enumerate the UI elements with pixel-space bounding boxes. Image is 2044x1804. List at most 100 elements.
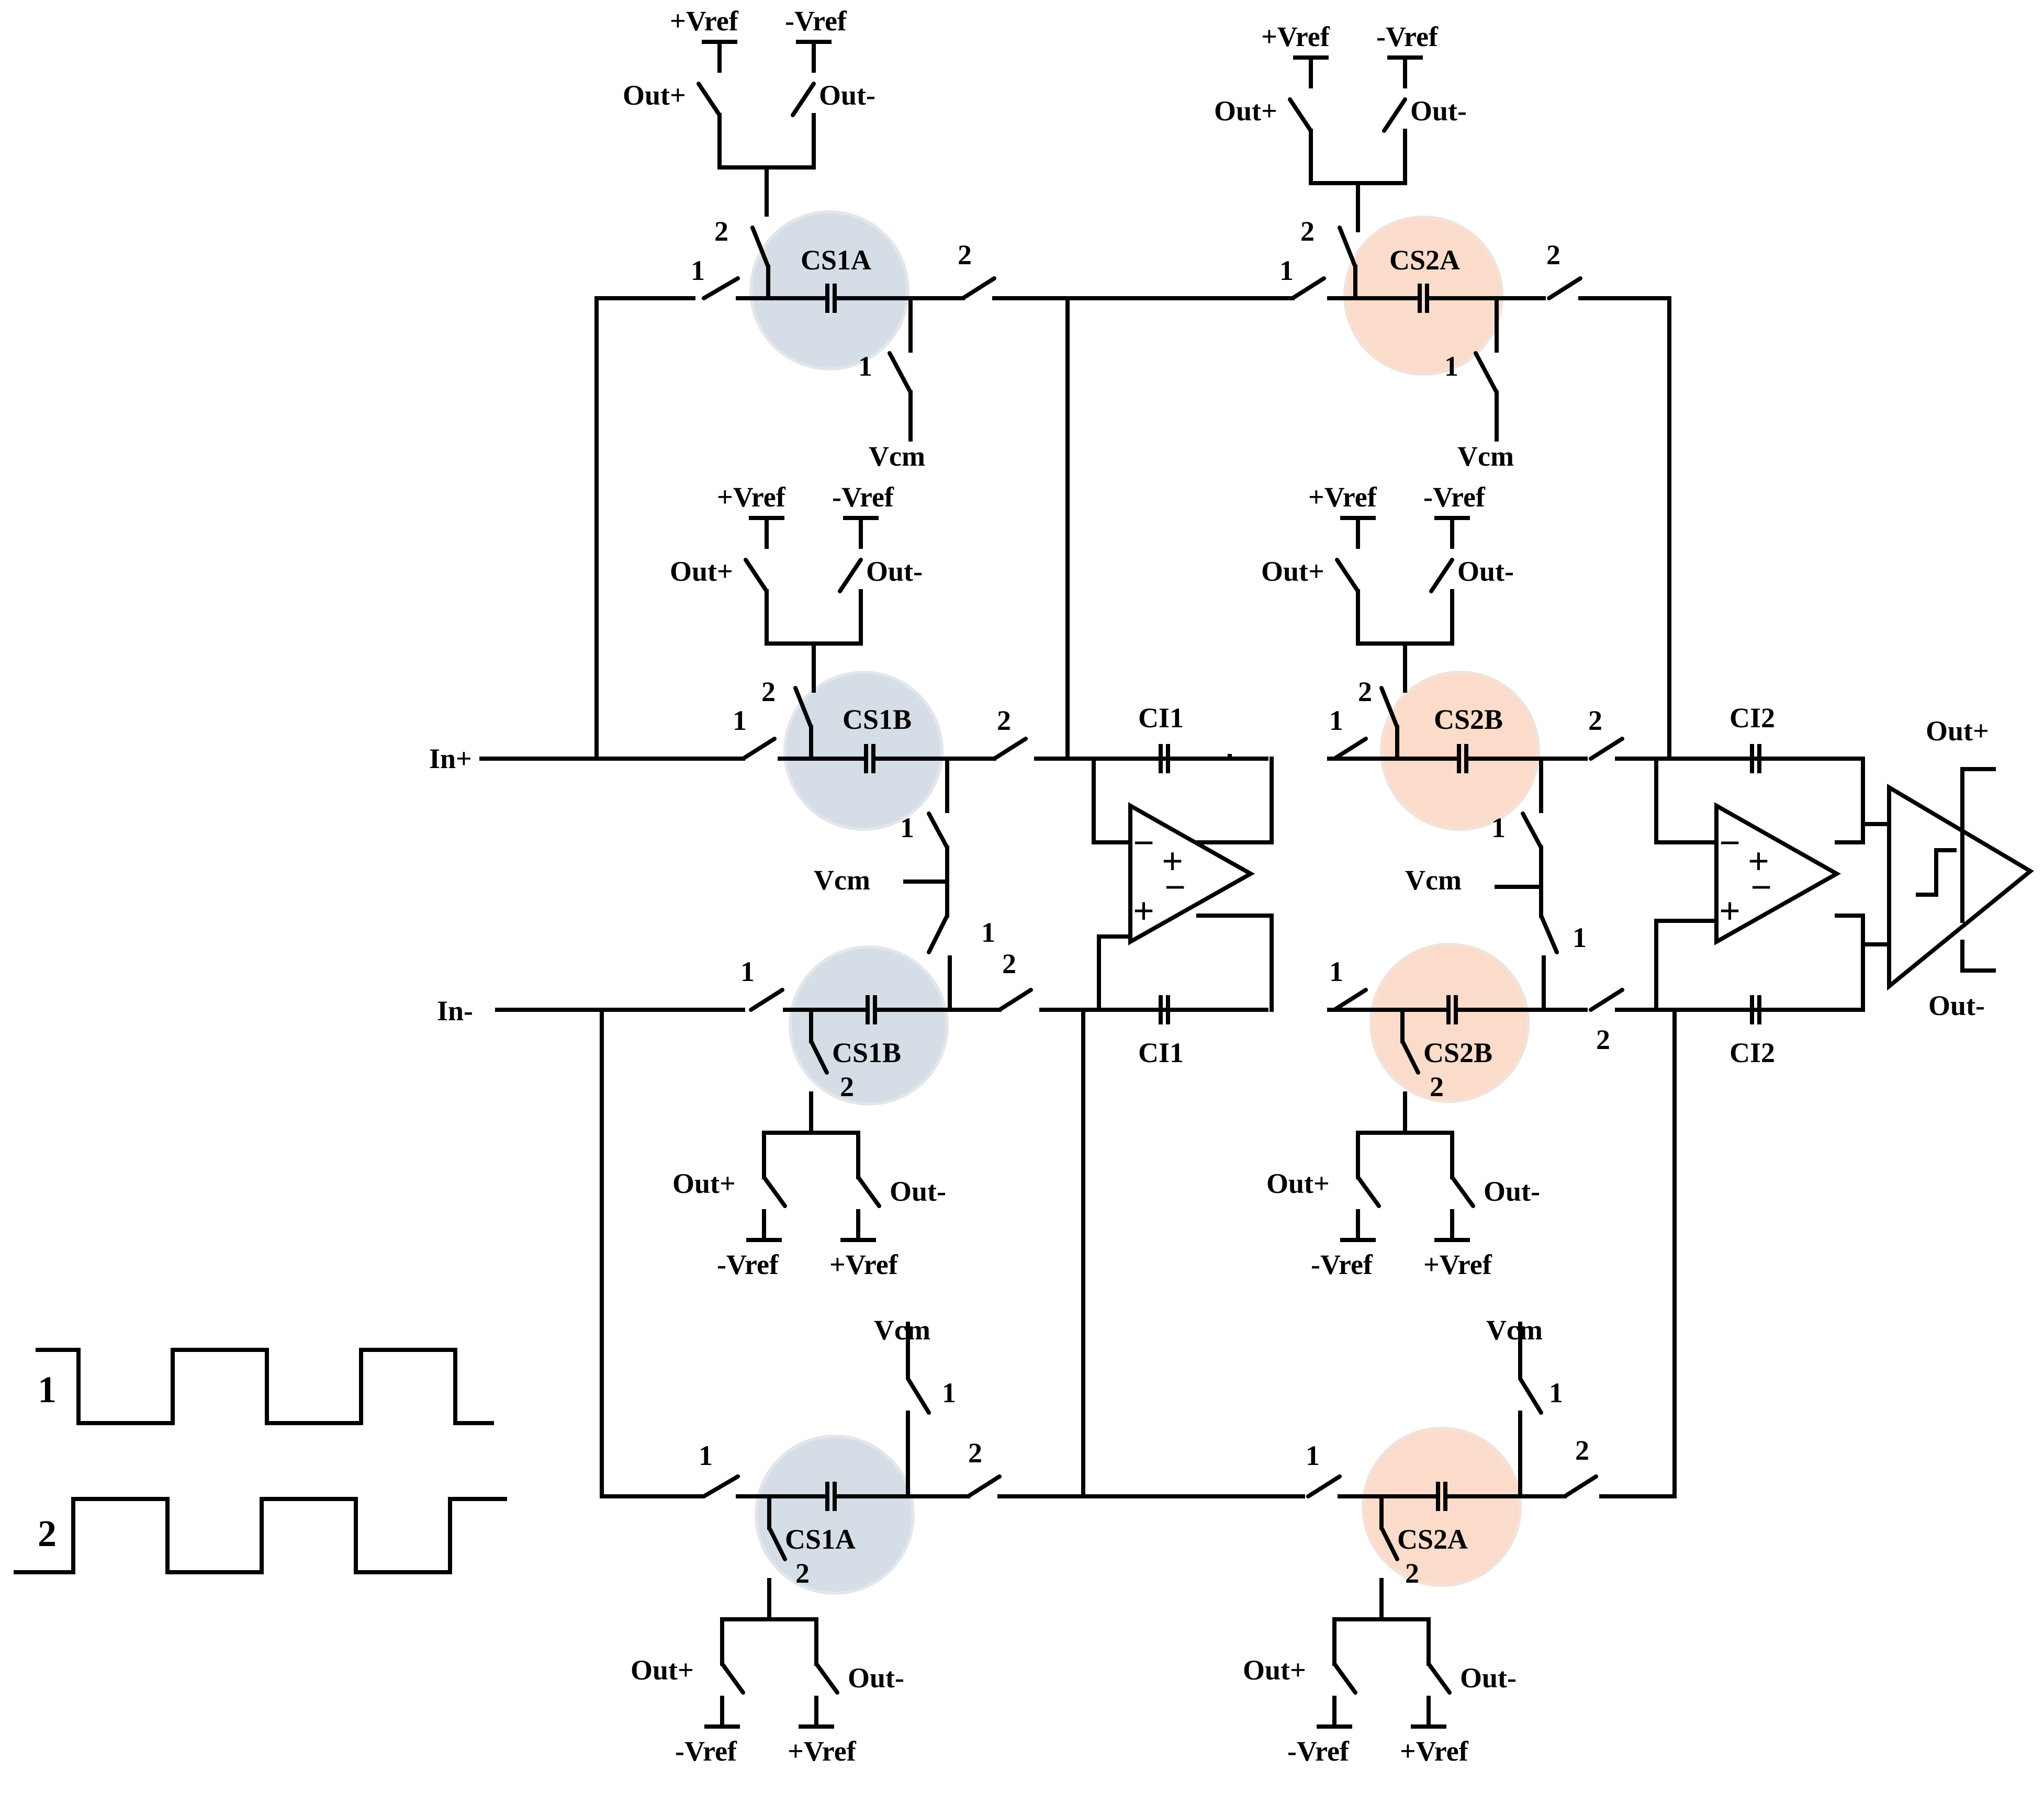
opamp-1-body: [1128, 802, 1255, 945]
cs2a-bottom-ref-out-minus-label: Out-: [1460, 1662, 1517, 1694]
cs1b-bottom-highlight: [789, 945, 949, 1106]
vcm-label: Vcm: [869, 441, 925, 472]
cs1a-bottom-ref-out-plus-switch: [720, 1662, 745, 1695]
cs1b-top-ref-out-plus-switch: [744, 558, 769, 593]
cs1a-bottom-output-switch-phase-label: 2: [968, 1437, 982, 1469]
cs2b-bottom-output-switch: [1589, 988, 1624, 1012]
out-plus-port-label: Out+: [1926, 715, 1989, 747]
cs2a-bottom-input-switch-phase-label: 1: [1306, 1440, 1320, 1471]
cs2a-top-vcm-switch: [1474, 351, 1499, 394]
cs2b-bottom-ref-join: [1356, 1131, 1454, 1179]
cs2a-bottom-ref-join: [1332, 1617, 1431, 1666]
comparator-step-symbol: [1916, 848, 1957, 897]
cs2b-bottom-input-switch-phase-label: 1: [1329, 956, 1343, 987]
cs1b-top-ref-out-minus-switch: [838, 558, 863, 593]
cs2a-top-ref-switch: [1338, 226, 1357, 269]
cs2a-bottom-highlight: [1362, 1427, 1522, 1587]
cs2a-bottom-ref-switch: [1379, 1526, 1399, 1561]
cs1a-top-ref-pos-vref-label: +Vref: [670, 5, 739, 37]
cs2b-bottom-ref-switch-phase-label: 2: [1430, 1071, 1444, 1102]
cs1a-top-ref-join: [717, 113, 816, 170]
stage2-mid-vcm-upper-switch: [1521, 811, 1543, 850]
vcm-label: Vcm: [1486, 1314, 1543, 1346]
cs1a-bottom-highlight: [755, 1435, 915, 1595]
cs2a-top-ref-pos-vref-label: +Vref: [1261, 21, 1330, 52]
cs1a-bottom-ref-join: [720, 1617, 818, 1666]
cs2b-bottom-ref-pos-vref-label: +Vref: [1423, 1249, 1492, 1280]
cs1a-bottom-ref-neg-vref-label: -Vref: [675, 1735, 737, 1767]
cs2a-top-ref-out-minus-label: Out-: [1410, 95, 1467, 127]
cs2a-bottom-ref-out-plus-switch: [1332, 1662, 1357, 1695]
clock-waveforms: 1 2: [14, 1348, 507, 1574]
cs1a-top-ref-out-plus-label: Out+: [623, 80, 686, 111]
cs2b-top-input-switch: [1332, 737, 1368, 761]
vcm-label: Vcm: [1405, 864, 1462, 896]
cs2a-bottom-vcm-switch: [1518, 1377, 1543, 1415]
phase1-waveform: [36, 1348, 494, 1425]
vcm-label: Vcm: [814, 864, 870, 896]
cs1a-bottom-input-switch: [702, 1474, 740, 1498]
cs1a-bottom-vcm-switch: [906, 1377, 931, 1415]
cs1b-top-ref-pos-vref-label: +Vref: [717, 481, 786, 513]
cs2a-bottom-ref-out-plus-label: Out+: [1243, 1654, 1306, 1686]
cs2a-top-vcm-switch-phase-label: 1: [1444, 351, 1458, 382]
opamp-1-noninv-input-sign: +: [1133, 890, 1154, 932]
cs2b-bottom-ref-neg-vref-label: -Vref: [1311, 1249, 1373, 1280]
cs2b-bottom-ref-out-plus-switch: [1356, 1175, 1381, 1208]
ci1-top-label: CI1: [1138, 702, 1184, 734]
opamp-2-body: [1714, 802, 1841, 945]
cs1a-top-ref-out-plus-switch: [697, 82, 722, 117]
cs2b-top-ref-out-minus-switch: [1429, 558, 1454, 593]
cs2a-bottom-vcm-switch-phase-label: 1: [1549, 1377, 1563, 1408]
cs2a-bottom-ref-pos-vref-label: +Vref: [1400, 1735, 1469, 1767]
cs1a-top-vcm-switch-phase-label: 1: [858, 351, 872, 382]
cs1b-top-output-switch: [992, 737, 1028, 761]
cs2a-bottom-output-switch-phase-label: 2: [1575, 1435, 1589, 1466]
cs1b-bottom-ref-neg-vref-label: -Vref: [717, 1249, 779, 1280]
cs1b-bottom-ref-pos-vref-label: +Vref: [829, 1249, 899, 1280]
cs2b-bottom-input-switch: [1332, 988, 1368, 1012]
cs2a-bottom-ref-switch-phase-label: 2: [1405, 1558, 1419, 1589]
ci2-top-label: CI2: [1729, 702, 1775, 734]
cs1b-bottom-input-switch-phase-label: 1: [740, 956, 755, 987]
cs1b-top-input-switch: [741, 737, 777, 761]
cs1b-top-ref-out-minus-label: Out-: [866, 556, 923, 587]
cs1a-bottom-vcm-switch-phase-label: 1: [942, 1377, 956, 1408]
cs1b-bottom-ref-out-plus-switch: [762, 1175, 787, 1208]
cs1a-bottom-ref-switch: [767, 1526, 787, 1561]
comparator-body: [1887, 783, 2034, 991]
cs1b-top-ref-switch: [793, 686, 813, 729]
vcm-label: Vcm: [874, 1314, 930, 1346]
opamp-1-inv-input-sign: −: [1133, 822, 1154, 864]
cs2b-bottom-ref-out-minus-switch: [1450, 1175, 1475, 1208]
cs1b-top-output-switch-phase-label: 2: [997, 705, 1011, 736]
ci1-bottom-label: CI1: [1138, 1037, 1184, 1068]
cs1b-bottom-ref-out-minus-label: Out-: [890, 1176, 946, 1207]
out-minus-port-label: Out-: [1928, 990, 1985, 1021]
stage1-mid-vcm-upper-switch: [927, 811, 949, 850]
cs2a-top-ref-switch-phase-label: 2: [1300, 216, 1315, 247]
cs2a-bottom-output-switch: [1563, 1474, 1598, 1498]
cs1b-bottom-ref-out-minus-switch: [856, 1175, 881, 1208]
cs1b-top-ref-out-plus-label: Out+: [670, 556, 733, 587]
cs2b-top-ref-switch-phase-label: 2: [1358, 676, 1372, 707]
cs2b-top-ref-switch: [1379, 686, 1399, 729]
stage1-mid-vcm-lower-switch: [927, 914, 949, 954]
cs2b-top-label: CS2B: [1434, 704, 1503, 735]
cs2b-top-output-switch: [1589, 737, 1624, 761]
cs1b-bottom-ref-switch: [809, 1039, 829, 1075]
cs1a-bottom-ref-out-plus-label: Out+: [631, 1654, 694, 1686]
cs2a-top-ref-out-minus-switch: [1382, 97, 1407, 133]
cs1a-top-label: CS1A: [801, 244, 871, 276]
cs1b-top-ref-neg-vref-label: -Vref: [832, 481, 894, 513]
cs1a-bottom-ref-out-minus-switch: [814, 1662, 839, 1695]
cs2a-top-input-switch: [1290, 276, 1326, 300]
cs2a-top-output-switch: [1547, 276, 1582, 300]
stage2-mid-vcm-lower-switch: [1539, 914, 1559, 954]
cs2a-top-input-switch-phase-label: 1: [1279, 255, 1294, 286]
cs1a-bottom-ref-out-minus-label: Out-: [848, 1662, 904, 1694]
opamp-1-pos-output-sign: +: [1162, 840, 1183, 882]
cs1b-bottom-output-switch-phase-label: 2: [1002, 948, 1016, 979]
